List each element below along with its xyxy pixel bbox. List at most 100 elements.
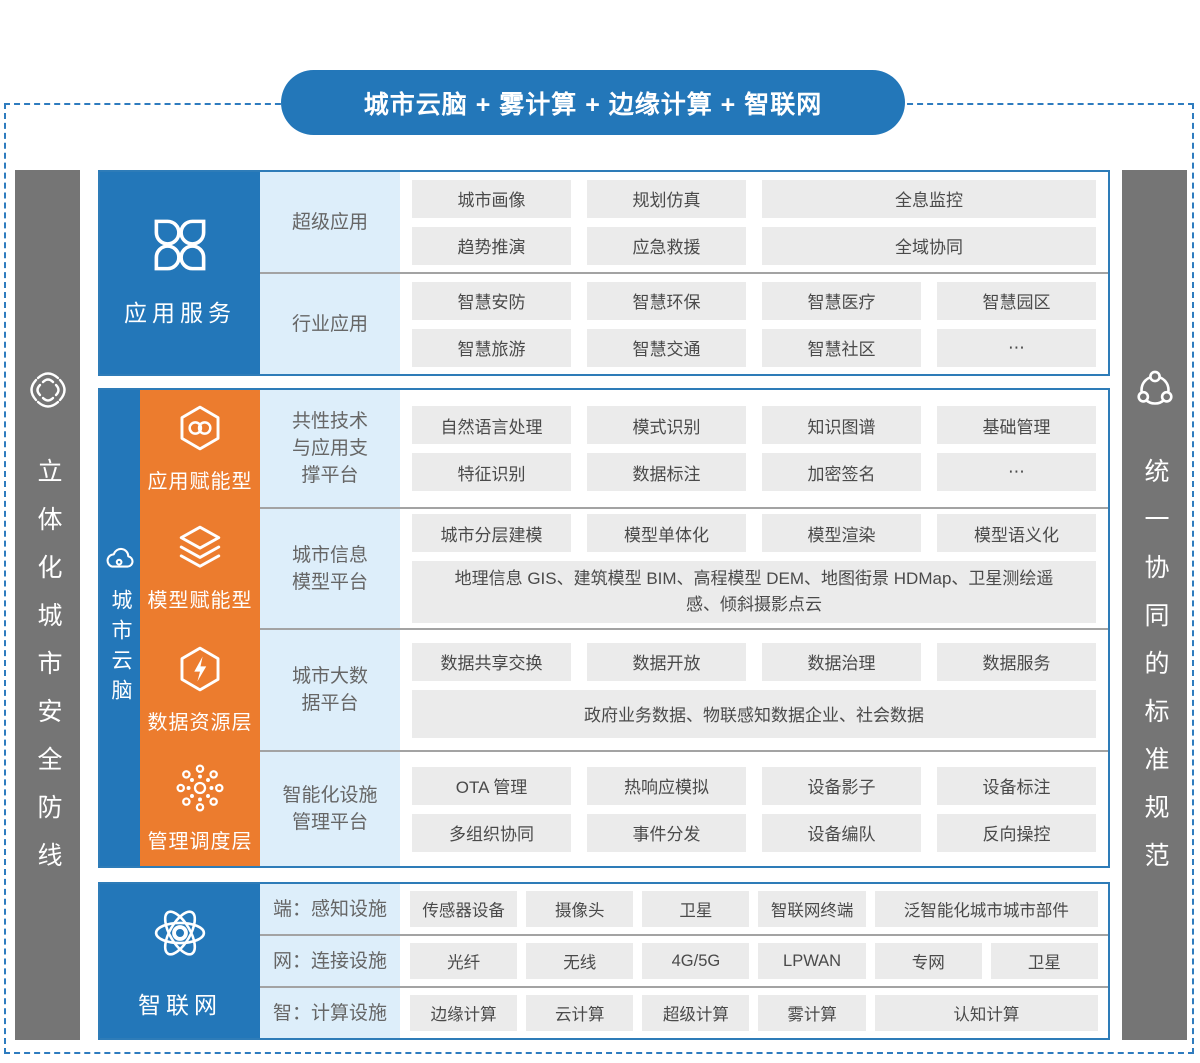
- iot-computing-row: 智：计算设施 边缘计算 云计算 超级计算 雾计算 认知计算: [260, 986, 1108, 1038]
- section-iot: 智联网 端：感知设施 传感器设备 摄像头 卫星 智联网终端 泛智能化城市城市部件…: [98, 882, 1110, 1040]
- platform-label-line: 据平台: [301, 693, 359, 714]
- super-apps-row: 超级应用 城市画像 规划仿真 全息监控 趋势推演 应急救援 全域协同: [260, 172, 1108, 272]
- row-label-text: 超级应用: [291, 211, 368, 233]
- city-info-model-row: 城市信息 模型平台 城市分层建模 模型单体化 模型渲染 模型语义化 地理信息 G…: [260, 507, 1108, 628]
- row-label-connection: 网：连接设施: [260, 936, 400, 986]
- layer-app-enabling: 应用赋能型: [140, 390, 260, 507]
- chip: 城市画像: [412, 179, 571, 218]
- share-network-icon: [1131, 366, 1179, 414]
- chip: 无线: [526, 943, 634, 979]
- platform-label-line: 智能化设施: [282, 785, 378, 806]
- chip: 设备编队: [762, 813, 921, 852]
- iot-sensing-row: 端：感知设施 传感器设备 摄像头 卫星 智联网终端 泛智能化城市城市部件: [260, 884, 1108, 934]
- iot-computing-chips: 边缘计算 云计算 超级计算 雾计算 认知计算: [400, 988, 1108, 1038]
- chip: 热响应模拟: [587, 766, 746, 805]
- chip: 多组织协同: [412, 813, 571, 852]
- left-bar-label: 立体化城市安全防线: [34, 458, 62, 890]
- row-label-text: 智：计算设施: [272, 1002, 387, 1024]
- layer-data-resource: 数据资源层: [140, 628, 260, 750]
- chip: 数据治理: [762, 642, 921, 681]
- chip: 泛智能化城市城市部件: [874, 891, 1098, 927]
- row-label-sensing: 端：感知设施: [260, 884, 400, 934]
- section-city-brain: 城市云脑 应用赋能型: [98, 388, 1110, 868]
- chip: 雾计算: [758, 995, 866, 1031]
- layer-model-enabling: 模型赋能型: [140, 507, 260, 628]
- chip: 数据标注: [587, 453, 746, 491]
- app-services-block: 应用服务: [100, 172, 260, 374]
- chip: 专网: [874, 943, 982, 979]
- row-label-text: 行业应用: [291, 313, 368, 335]
- iot-connection-chips: 光纤 无线 4G/5G LPWAN 专网 卫星: [400, 936, 1108, 986]
- atom-icon: [149, 902, 211, 964]
- chip: ⋯: [937, 328, 1096, 367]
- chip: 摄像头: [526, 891, 634, 927]
- platform-label-line: 城市信息: [291, 544, 368, 566]
- layer-label: 应用赋能型: [147, 471, 253, 493]
- chip: 边缘计算: [410, 995, 518, 1031]
- chip: 基础管理: [937, 406, 1096, 444]
- chip: 智联网终端: [758, 891, 866, 927]
- city-brain-title: 城市云脑: [109, 589, 132, 709]
- chip: 模型单体化: [587, 514, 746, 552]
- chip: 规划仿真: [587, 179, 746, 218]
- chip: 全息监控: [762, 179, 1096, 218]
- platform-label-line: 城市大数: [291, 666, 368, 687]
- clover-apps-icon: [153, 218, 207, 272]
- facility-mgmt-chips: OTA 管理 热响应模拟 设备影子 设备标注 多组织协同 事件分发 设备编队 反…: [400, 752, 1108, 866]
- pinwheel-signal-icon: [24, 366, 72, 414]
- chip: 传感器设备: [410, 891, 518, 927]
- chip: 模型语义化: [937, 514, 1096, 552]
- chip: 特征识别: [412, 453, 571, 491]
- facility-mgmt-row: 智能化设施 管理平台 OTA 管理 热响应模拟 设备影子 设备标注 多组织协同 …: [260, 750, 1108, 866]
- brain-layers-column: 应用赋能型 模型赋能型: [140, 390, 260, 866]
- layer-mgmt-scheduling: 管理调度层: [140, 750, 260, 866]
- chip: 云计算: [526, 995, 634, 1031]
- common-tech-chips: 自然语言处理 模式识别 知识图谱 基础管理 特征识别 数据标注 加密签名 ⋯: [400, 390, 1108, 507]
- iot-sensing-chips: 传感器设备 摄像头 卫星 智联网终端 泛智能化城市城市部件: [400, 884, 1108, 934]
- platform-label-line: 与应用支: [291, 438, 368, 459]
- chip: 加密签名: [762, 453, 921, 491]
- chip: 数据服务: [937, 642, 1096, 681]
- app-services-title: 应用服务: [124, 300, 236, 326]
- chip: 4G/5G: [642, 943, 750, 979]
- cloud-icon: [104, 547, 136, 571]
- row-label-text: 网：连接设施: [272, 950, 387, 972]
- chip: 应急救援: [587, 226, 746, 265]
- chip: 模式识别: [587, 406, 746, 444]
- chip: 超级计算: [642, 995, 750, 1031]
- chip: 智慧园区: [937, 281, 1096, 320]
- super-apps-chips: 城市画像 规划仿真 全息监控 趋势推演 应急救援 全域协同: [400, 172, 1108, 272]
- row-label-industry-apps: 行业应用: [260, 274, 400, 374]
- iot-connection-row: 网：连接设施 光纤 无线 4G/5G LPWAN 专网 卫星: [260, 934, 1108, 986]
- diagram-title-pill: 城市云脑 + 雾计算 + 边缘计算 + 智联网: [281, 70, 905, 135]
- big-data-chips: 数据共享交换 数据开放 数据治理 数据服务 政府业务数据、物联感知数据企业、社会…: [400, 630, 1108, 750]
- row-label-computing: 智：计算设施: [260, 988, 400, 1038]
- chip: 卫星: [990, 943, 1098, 979]
- city-brain-strip: 城市云脑: [100, 390, 140, 866]
- hexagon-rings-icon: [175, 403, 225, 453]
- layer-label: 管理调度层: [147, 830, 253, 853]
- chip: 设备标注: [937, 766, 1096, 805]
- platform-label-facility-mgmt: 智能化设施 管理平台: [260, 752, 400, 866]
- iot-title: 智联网: [138, 992, 222, 1018]
- layers-icon: [175, 522, 225, 572]
- chip: 认知计算: [874, 995, 1098, 1031]
- chip-wide: 政府业务数据、物联感知数据企业、社会数据: [412, 689, 1096, 738]
- section-app-services: 应用服务 超级应用 城市画像 规划仿真 全息监控 趋势推演 应急救援 全域协同 …: [98, 170, 1110, 376]
- common-tech-row: 共性技术 与应用支 撑平台 自然语言处理 模式识别 知识图谱 基础管理 特征识别…: [260, 390, 1108, 507]
- platform-label-line: 撑平台: [301, 465, 359, 486]
- layer-label: 模型赋能型: [147, 590, 253, 612]
- chip: 城市分层建模: [412, 514, 571, 552]
- row-label-super-apps: 超级应用: [260, 172, 400, 272]
- platform-label-common-tech: 共性技术 与应用支 撑平台: [260, 390, 400, 507]
- chip: 知识图谱: [762, 406, 921, 444]
- platform-label-big-data: 城市大数 据平台: [260, 630, 400, 750]
- chip: 光纤: [410, 943, 518, 979]
- big-data-row: 城市大数 据平台 数据共享交换 数据开放 数据治理 数据服务 政府业务数据、物联…: [260, 628, 1108, 750]
- chip: 智慧旅游: [412, 328, 571, 367]
- radial-dots-icon: [175, 763, 225, 813]
- platform-label-line: 共性技术: [291, 411, 368, 432]
- chip: 模型渲染: [762, 514, 921, 552]
- chip: 事件分发: [587, 813, 746, 852]
